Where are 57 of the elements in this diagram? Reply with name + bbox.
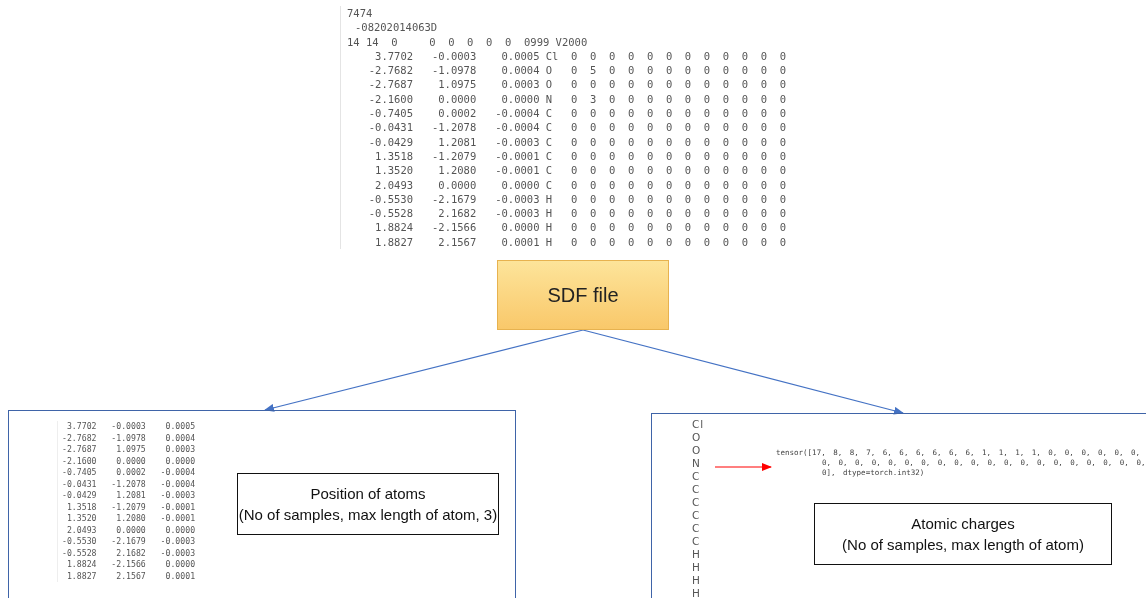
atom-row: 1.3520 1.2080 -0.0001 C 0 0 0 0 0 0 0 0 0 0 0 0: [375, 163, 786, 178]
element-symbol: H: [692, 587, 701, 598]
coordinate-row: 1.3520 1.2080 -0.0001: [66, 513, 196, 525]
element-symbol: O: [692, 431, 702, 444]
coordinate-row: -2.1600 0.0000 0.0000: [62, 455, 196, 467]
element-symbol: C: [692, 470, 701, 483]
coordinate-row: -2.7687 1.0975 0.0003: [62, 444, 196, 456]
box-title: Position of atoms: [310, 484, 426, 504]
arrow: [264, 329, 584, 412]
atom-row: -0.0429 1.2081 -0.0003 C 0 0 0 0 0 0 0 0 0 0 0 0: [368, 134, 786, 149]
coordinate-row: 1.8824 -2.1566 0.0000: [66, 559, 196, 571]
label-box: [237, 473, 499, 535]
coordinate-row: 2.0493 0.0000 0.0000: [66, 524, 196, 536]
coordinate-row: 3.7702 -0.0003 0.0005: [66, 421, 196, 433]
atom-row: 1.3518 -1.2079 -0.0001 C 0 0 0 0 0 0 0 0 0 0 0 0: [375, 148, 786, 164]
atom-row: 1.8824 -2.1566 0.0000 H 0 0 0 0 0 0 0 0 0 0 0 0: [375, 220, 786, 235]
element-symbol: C: [692, 509, 701, 522]
element-symbol: C: [692, 522, 701, 535]
element-symbol: H: [692, 574, 701, 587]
element-symbol: O: [692, 444, 702, 457]
label-box: [814, 503, 1112, 565]
element-symbol: H: [692, 561, 701, 574]
coordinate-row: -0.5530 -2.1679 -0.0003: [62, 536, 196, 548]
coordinate-row: -0.0429 1.2081 -0.0003: [62, 490, 196, 502]
element-symbol: C: [692, 496, 701, 509]
atom-row: 1.8827 2.1567 0.0001 H 0 0 0 0 0 0 0 0 0 0 0 0: [375, 234, 786, 250]
shape-note: (No of samples, max length of atom): [842, 535, 1084, 555]
atom-row: 3.7702 -0.0003 0.0005 Cl 0 0 0 0 0 0 0 0 0 0 0 0: [375, 48, 786, 64]
atom-row: -2.1600 0.0000 0.0000 N 0 3 0 0 0 0 0 0 0 0 0 0: [368, 91, 786, 107]
coordinate-row: -2.7682 -1.0978 0.0004: [62, 432, 196, 444]
atom-row: -2.7682 -1.0978 0.0004 O 0 5 0 0 0 0 0 0 0 0 0 0: [368, 63, 786, 78]
box-title: Atomic charges: [911, 514, 1015, 534]
atom-row: 2.0493 0.0000 0.0000 C 0 0 0 0 0 0 0 0 0 0 0 0: [375, 177, 786, 192]
process-box: SDF file: [497, 260, 669, 330]
coordinate-row: -0.0431 -1.2078 -0.0004: [62, 478, 196, 490]
coordinate-row: -0.5528 2.1682 -0.0003: [62, 547, 196, 559]
coordinate-row: 1.8827 2.1567 0.0001: [66, 570, 196, 582]
atom-row: -0.5528 2.1682 -0.0003 H 0 0 0 0 0 0 0 0 0 0 0 0: [368, 206, 786, 221]
atom-row: -0.0431 -1.2078 -0.0004 C 0 0 0 0 0 0 0 0 0 0 0 0: [368, 120, 786, 135]
element-symbol: Cl: [692, 418, 705, 431]
arrow: [714, 463, 772, 471]
panel: [8, 410, 516, 598]
coordinate-row: -0.7405 0.0002 -0.0004: [62, 467, 196, 479]
atom-row: -0.7405 0.0002 -0.0004 C 0 0 0 0 0 0 0 0 0 0 0 0: [368, 106, 786, 121]
element-symbol: C: [692, 483, 701, 496]
element-symbol: H: [692, 548, 701, 561]
coordinate-row: 1.3518 -1.2079 -0.0001: [66, 501, 196, 513]
atom-row: -0.5530 -2.1679 -0.0003 H 0 0 0 0 0 0 0 0 0 0 0 0: [368, 191, 786, 207]
panel: [651, 413, 1146, 598]
arrow: [582, 329, 904, 415]
element-symbol: N: [692, 457, 701, 470]
atom-row: -2.7687 1.0975 0.0003 O 0 0 0 0 0 0 0 0 0 0 0 0: [368, 77, 786, 92]
shape-note: (No of samples, max length of atom, 3): [238, 505, 498, 525]
file-header-line: -08202014063D: [354, 20, 438, 35]
file-header-line: 14 14 0 0 0 0 0 0 0999 V2000: [347, 34, 588, 49]
element-symbol: C: [692, 535, 701, 548]
file-header-line: 7474: [347, 6, 373, 21]
